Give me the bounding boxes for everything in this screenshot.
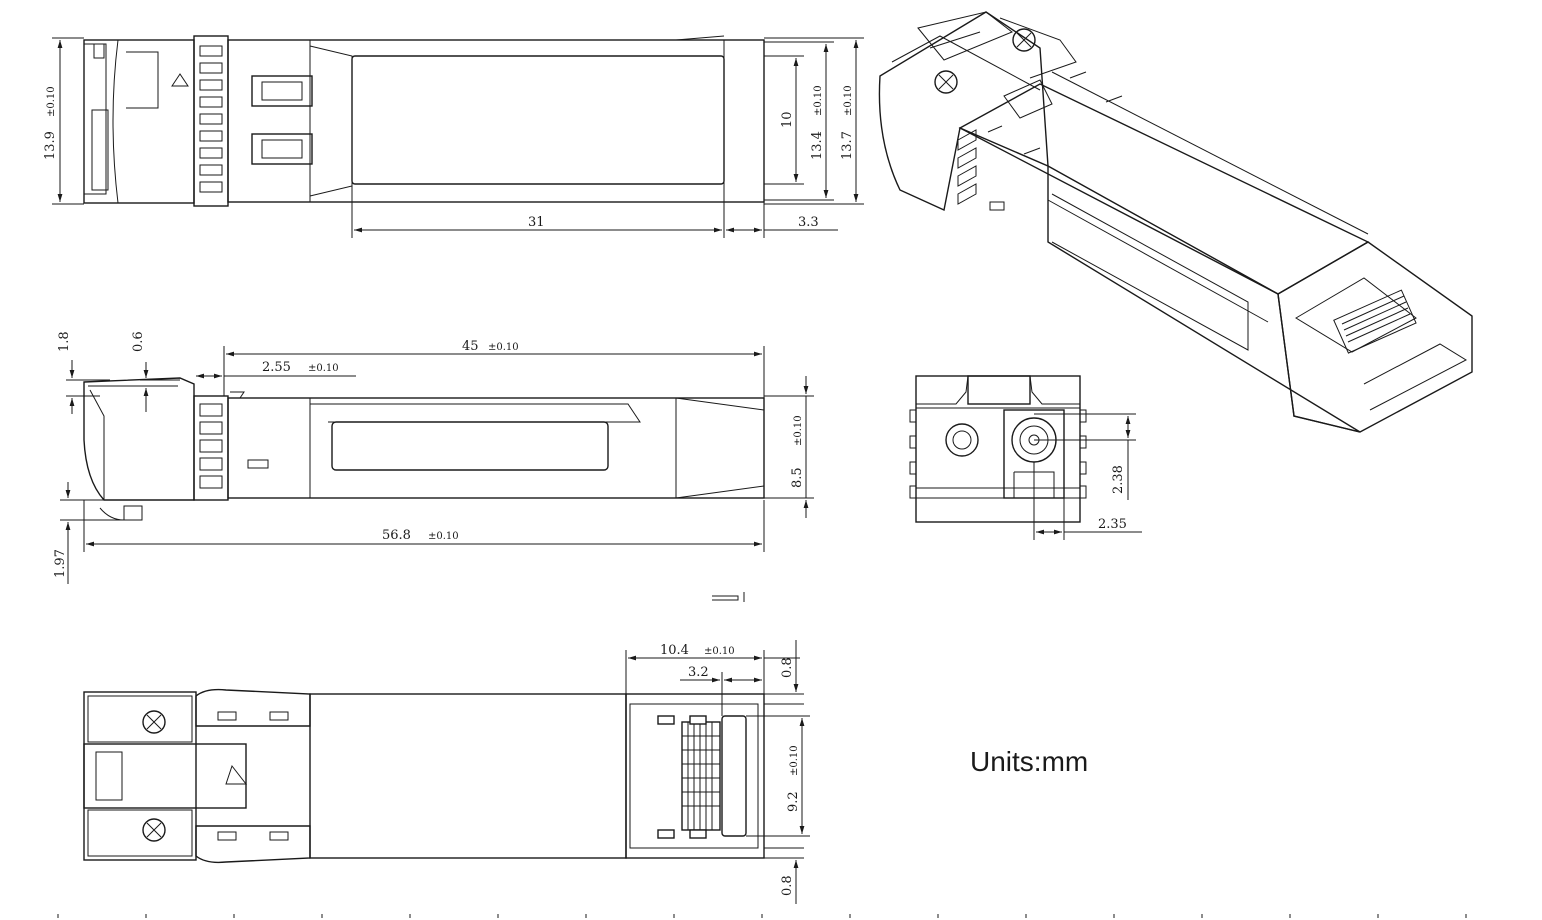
dim-bottom-bottom-margin: 0.8 (780, 875, 795, 896)
top-view-ribs (193, 35, 229, 207)
tol-bottom-connector-length: ±0.10 (704, 646, 735, 657)
iso-end-connector (1277, 241, 1473, 433)
side-view: 1.8 0.6 45 ±0.10 2.55 ±0.10 8.5 ±0.10 56… (53, 331, 814, 602)
units-label: Units:mm (970, 746, 1088, 777)
tol-side-latch-offset: ±0.10 (308, 363, 339, 374)
dim-top-end-length: 3.3 (798, 215, 819, 230)
bottom-view-latch (83, 691, 197, 861)
tol-side-height: ±0.10 (793, 415, 804, 446)
dim-top-window-length: 31 (528, 215, 545, 230)
dim-side-height: 8.5 (790, 467, 805, 488)
bottom-view: 10.4 ±0.10 3.2 0.8 9.2 ±0.10 0.8 (83, 640, 810, 904)
front-view-port-left (945, 423, 979, 457)
dim-front-ferrule-vertical: 2.38 (1111, 465, 1126, 494)
bottom-ruler-ticks (57, 914, 1467, 918)
bottom-view-body (309, 693, 627, 859)
dim-bottom-pad-length: 3.2 (688, 665, 709, 680)
dim-side-latch-offset: 2.55 (262, 360, 291, 375)
tol-side-overall-length: ±0.10 (488, 342, 519, 353)
dim-top-height-right: 13.7 (840, 131, 855, 160)
top-view: 13.9 ±0.10 10 13.4 ±0.10 13.7 ±0.10 31 3… (43, 35, 864, 238)
iso-latch (878, 11, 1049, 212)
iso-screw-left (934, 70, 958, 94)
front-view: 2.38 2.35 (909, 375, 1142, 540)
bottom-view-connector (625, 693, 765, 859)
isometric-view (878, 11, 1473, 433)
tol-bottom-connector-width: ±0.10 (789, 745, 800, 776)
front-view-outline (915, 375, 1081, 523)
side-view-latch (83, 377, 195, 501)
dim-bottom-top-margin: 0.8 (780, 657, 795, 678)
bottom-view-screw-top (142, 710, 166, 734)
top-view-body (227, 39, 765, 203)
dim-front-ferrule-horizontal: 2.35 (1098, 517, 1127, 532)
dim-side-total-length: 56.8 (382, 528, 411, 543)
dim-bottom-connector-length: 10.4 (660, 643, 689, 658)
dim-top-height-mid: 13.4 (810, 131, 825, 160)
dim-side-step-a: 1.8 (57, 331, 72, 352)
tol-top-height-mid: ±0.10 (813, 85, 824, 116)
dim-side-overall-length: 45 (462, 339, 479, 354)
dim-top-window-height: 10 (780, 111, 795, 128)
tol-top-height-right: ±0.10 (843, 85, 854, 116)
top-view-label-window (351, 55, 725, 185)
iso-screw-right (1012, 28, 1036, 52)
tol-side-total-length: ±0.10 (428, 531, 459, 542)
side-view-body (227, 397, 765, 499)
dim-top-height-left: 13.9 (43, 131, 58, 160)
side-view-window (331, 421, 609, 471)
top-view-latch (83, 39, 195, 204)
bottom-view-screw-bottom (142, 818, 166, 842)
tol-top-height-left: ±0.10 (46, 86, 57, 117)
dim-side-step-b: 0.6 (131, 331, 146, 352)
dim-bottom-connector-width: 9.2 (786, 791, 801, 812)
iso-body-top (958, 83, 1370, 295)
dim-side-bottom-offset: 1.97 (53, 549, 68, 578)
